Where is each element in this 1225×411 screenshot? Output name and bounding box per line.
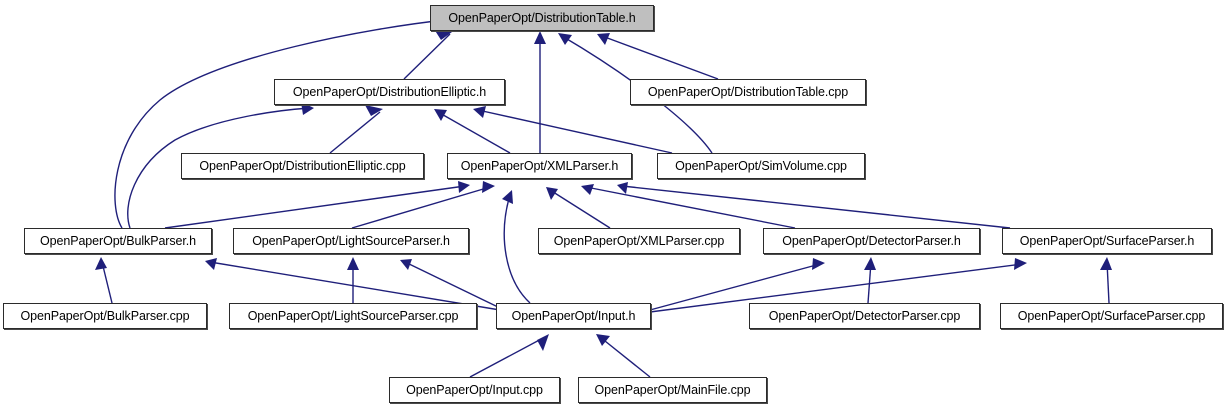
arrow-head-icon [482, 181, 495, 193]
graph-edge [351, 181, 495, 229]
graph-edge [95, 257, 113, 304]
graph-node-label: OpenPaperOpt/SurfaceParser.h [1019, 233, 1195, 248]
graph-edge [400, 259, 501, 309]
arrow-head-icon [434, 109, 447, 121]
graph-node-label: OpenPaperOpt/DetectorParser.cpp [768, 308, 961, 323]
graph-node-bulkparser-h[interactable]: OpenPaperOpt/BulkParser.h [24, 228, 212, 254]
arrow-head-icon [434, 29, 452, 40]
graph-node-distributiontable-cpp[interactable]: OpenPaperOpt/DistributionTable.cpp [630, 79, 866, 105]
graph-node-simvolume-cpp[interactable]: OpenPaperOpt/SimVolume.cpp [657, 153, 865, 179]
graph-node-label: OpenPaperOpt/SurfaceParser.cpp [1017, 308, 1206, 323]
arrow-head-icon [400, 259, 412, 270]
arrow-head-icon [534, 31, 546, 44]
graph-edge [596, 334, 651, 378]
graph-node-surfaceparser-cpp[interactable]: OpenPaperOpt/SurfaceParser.cpp [1000, 303, 1223, 329]
arrow-head-icon [597, 33, 610, 45]
arrow-head-icon [581, 184, 594, 195]
graph-node-label: OpenPaperOpt/Input.h [511, 308, 636, 323]
graph-edge [473, 106, 673, 154]
graph-edge [649, 258, 1027, 313]
graph-node-xmlparser-cpp[interactable]: OpenPaperOpt/XMLParser.cpp [538, 228, 740, 254]
graph-node-label: OpenPaperOpt/XMLParser.cpp [553, 233, 725, 248]
graph-node-label: OpenPaperOpt/LightSourceParser.cpp [247, 308, 459, 323]
graph-node-bulkparser-cpp[interactable]: OpenPaperOpt/BulkParser.cpp [3, 303, 207, 329]
graph-node-detectorparser-h[interactable]: OpenPaperOpt/DetectorParser.h [763, 228, 980, 254]
arrow-head-icon [596, 334, 610, 346]
graph-node-input-h[interactable]: OpenPaperOpt/Input.h [496, 303, 651, 329]
graph-node-label: OpenPaperOpt/XMLParser.h [460, 158, 619, 173]
arrow-head-icon [205, 258, 217, 270]
graph-node-lightsourceparser-h[interactable]: OpenPaperOpt/LightSourceParser.h [233, 228, 469, 254]
graph-edge [597, 33, 719, 80]
arrow-head-icon [95, 257, 107, 270]
graph-edge [864, 257, 876, 304]
graph-edge [434, 109, 511, 154]
arrow-head-icon [546, 187, 558, 200]
graph-node-label: OpenPaperOpt/DetectorParser.h [782, 233, 961, 248]
graph-edge [347, 257, 359, 303]
graph-node-label: OpenPaperOpt/BulkParser.cpp [20, 308, 190, 323]
graph-node-distributionelliptic-h[interactable]: OpenPaperOpt/DistributionElliptic.h [274, 79, 505, 105]
arrow-head-icon [1100, 257, 1112, 270]
graph-node-label: OpenPaperOpt/BulkParser.h [40, 233, 196, 248]
graph-edge [205, 258, 501, 311]
arrow-head-icon [1014, 258, 1027, 270]
arrow-head-icon [502, 190, 513, 204]
arrow-head-icon [558, 33, 572, 45]
graph-node-label: OpenPaperOpt/DistributionTable.cpp [647, 84, 849, 99]
graph-node-label: OpenPaperOpt/Input.cpp [406, 382, 543, 397]
graph-node-label: OpenPaperOpt/MainFile.cpp [594, 382, 751, 397]
graph-edge [581, 184, 796, 229]
graph-edge [546, 187, 611, 229]
graph-node-mainfile-cpp[interactable]: OpenPaperOpt/MainFile.cpp [578, 377, 767, 403]
graph-node-detectorparser-cpp[interactable]: OpenPaperOpt/DetectorParser.cpp [749, 303, 980, 329]
arrow-head-icon [864, 257, 876, 270]
arrow-head-icon [458, 181, 470, 193]
graph-edge [649, 258, 825, 311]
graph-edge [617, 182, 1011, 229]
arrow-head-icon [347, 257, 359, 270]
arrow-head-icon [617, 182, 628, 194]
graph-node-label: OpenPaperOpt/DistributionTable.h [448, 10, 636, 25]
graph-edge [329, 105, 383, 154]
graph-edge [1100, 257, 1112, 304]
graph-edge [164, 181, 470, 229]
arrow-head-icon [473, 106, 486, 118]
graph-node-distributionelliptic-cpp[interactable]: OpenPaperOpt/DistributionElliptic.cpp [181, 153, 424, 179]
graph-node-surfaceparser-h[interactable]: OpenPaperOpt/SurfaceParser.h [1002, 228, 1212, 254]
graph-edge [403, 29, 452, 80]
graph-edge [469, 334, 549, 378]
graph-edge [502, 190, 531, 304]
arrow-head-icon [812, 258, 825, 270]
graph-node-label: OpenPaperOpt/DistributionElliptic.cpp [199, 158, 406, 173]
arrow-head-icon [365, 105, 383, 116]
graph-node-input-cpp[interactable]: OpenPaperOpt/Input.cpp [389, 377, 560, 403]
graph-node-xmlparser-h[interactable]: OpenPaperOpt/XMLParser.h [447, 153, 632, 179]
arrow-head-icon [537, 334, 549, 351]
graph-node-distributiontable-h[interactable]: OpenPaperOpt/DistributionTable.h [430, 5, 654, 31]
graph-edge [127, 102, 314, 229]
graph-node-label: OpenPaperOpt/LightSourceParser.h [252, 233, 450, 248]
graph-node-label: OpenPaperOpt/DistributionElliptic.h [292, 84, 487, 99]
graph-node-lightsourceparser-cpp[interactable]: OpenPaperOpt/LightSourceParser.cpp [229, 303, 477, 329]
graph-node-label: OpenPaperOpt/SimVolume.cpp [675, 158, 847, 173]
arrow-head-icon [301, 102, 314, 115]
graph-edge [534, 31, 546, 153]
